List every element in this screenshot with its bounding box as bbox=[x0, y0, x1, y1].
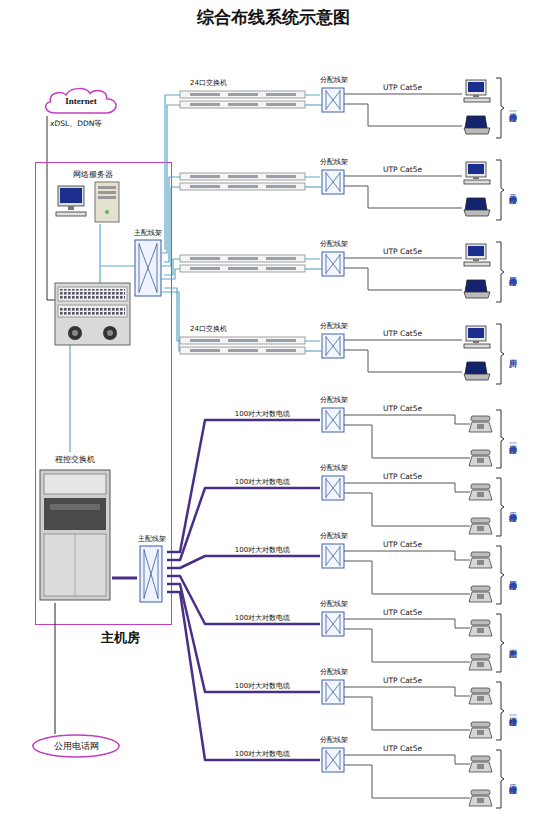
cable-type-label: UTP Cat5e bbox=[383, 166, 422, 175]
edge-label: 100对大对数电缆 bbox=[235, 750, 290, 758]
distribution-panel: 分配线架 bbox=[320, 736, 348, 774]
cable-connector bbox=[167, 584, 320, 692]
cable-connector bbox=[167, 488, 320, 560]
node-label: 分配线架 bbox=[320, 322, 348, 330]
main-patch-panel: 主配线架 bbox=[137, 535, 167, 604]
cable-connector bbox=[55, 603, 56, 734]
edge-label: 100对大对数电缆 bbox=[235, 614, 290, 622]
node-label: 分配线架 bbox=[320, 240, 348, 248]
ellipse-shape bbox=[33, 735, 119, 757]
cable-type-label: UTP Cat5e bbox=[383, 609, 422, 618]
distribution-panel: 分配线架 bbox=[320, 532, 348, 570]
distribution-panel: 分配线架 bbox=[320, 240, 348, 278]
cable-type-label: UTP Cat5e bbox=[383, 330, 422, 339]
cable-connector bbox=[164, 177, 320, 262]
edge-label: 100对大对数电缆 bbox=[235, 410, 290, 418]
edge-label: 100对大对数电缆 bbox=[235, 682, 290, 690]
diagram-title: 综合布线系统示意图 bbox=[0, 6, 546, 29]
node-label: 分配线架 bbox=[320, 600, 348, 608]
pstn-ellipse: 公用电话网 bbox=[32, 734, 120, 758]
node-label: 主配线架 bbox=[132, 229, 164, 237]
distribution-panel: 分配线架 bbox=[320, 600, 348, 638]
cable-type-label: UTP Cat5e bbox=[383, 541, 422, 550]
node-label: 分配线架 bbox=[320, 736, 348, 744]
pbx-switch: 程控交换机 bbox=[38, 455, 112, 603]
distribution-panel: 分配线架 bbox=[320, 464, 348, 502]
cable-connector bbox=[112, 577, 137, 580]
network-server: 网络服务器 bbox=[55, 170, 130, 226]
node-label: Internet bbox=[40, 96, 122, 106]
node-label: 分配线架 bbox=[320, 464, 348, 472]
node-label: 分配线架 bbox=[320, 396, 348, 404]
node-label: 分配线架 bbox=[320, 532, 348, 540]
node-label: 网络服务器 bbox=[55, 170, 130, 179]
distribution-panel: 分配线架 bbox=[320, 322, 348, 360]
cable-connector bbox=[167, 576, 320, 624]
cable-type-label: UTP Cat5e bbox=[383, 677, 422, 686]
distribution-panel: 分配线架 bbox=[320, 76, 348, 114]
internet-cloud: Internet bbox=[40, 86, 122, 116]
node-label: 公用电话网 bbox=[32, 741, 120, 751]
cable-connector bbox=[167, 592, 320, 760]
node-label: 分配线架 bbox=[320, 158, 348, 166]
cable-connector bbox=[167, 556, 320, 568]
node-label: 分配线架 bbox=[320, 76, 348, 84]
cable-connector bbox=[164, 95, 320, 249]
cable-type-label: UTP Cat5e bbox=[383, 84, 422, 93]
device-label: 24口交换机 bbox=[190, 79, 227, 87]
edge-label: 100对大对数电缆 bbox=[235, 478, 290, 486]
node-label: 分配线架 bbox=[320, 668, 348, 676]
node-label: 程控交换机 bbox=[38, 455, 112, 464]
edge-label: 100对大对数电缆 bbox=[235, 546, 290, 554]
distribution-panel: 分配线架 bbox=[320, 668, 348, 706]
machine-room: 主机房网络服务器主配线架程控交换机主配线架 bbox=[35, 162, 172, 625]
cable-type-label: UTP Cat5e bbox=[383, 248, 422, 257]
room-heading: 主机房 bbox=[69, 631, 172, 646]
link-type-label: xDSL、DDN等 bbox=[50, 120, 102, 129]
cable-type-label: UTP Cat5e bbox=[383, 745, 422, 754]
cable-connector bbox=[164, 288, 320, 341]
main-patch-panel: 主配线架 bbox=[132, 229, 164, 298]
distribution-panel: 分配线架 bbox=[320, 158, 348, 196]
cable-type-label: UTP Cat5e bbox=[383, 405, 422, 414]
cable-type-label: UTP Cat5e bbox=[383, 473, 422, 482]
node-label: 主配线架 bbox=[137, 535, 167, 543]
device-label: 24口交换机 bbox=[190, 325, 227, 333]
distribution-panel: 分配线架 bbox=[320, 396, 348, 434]
